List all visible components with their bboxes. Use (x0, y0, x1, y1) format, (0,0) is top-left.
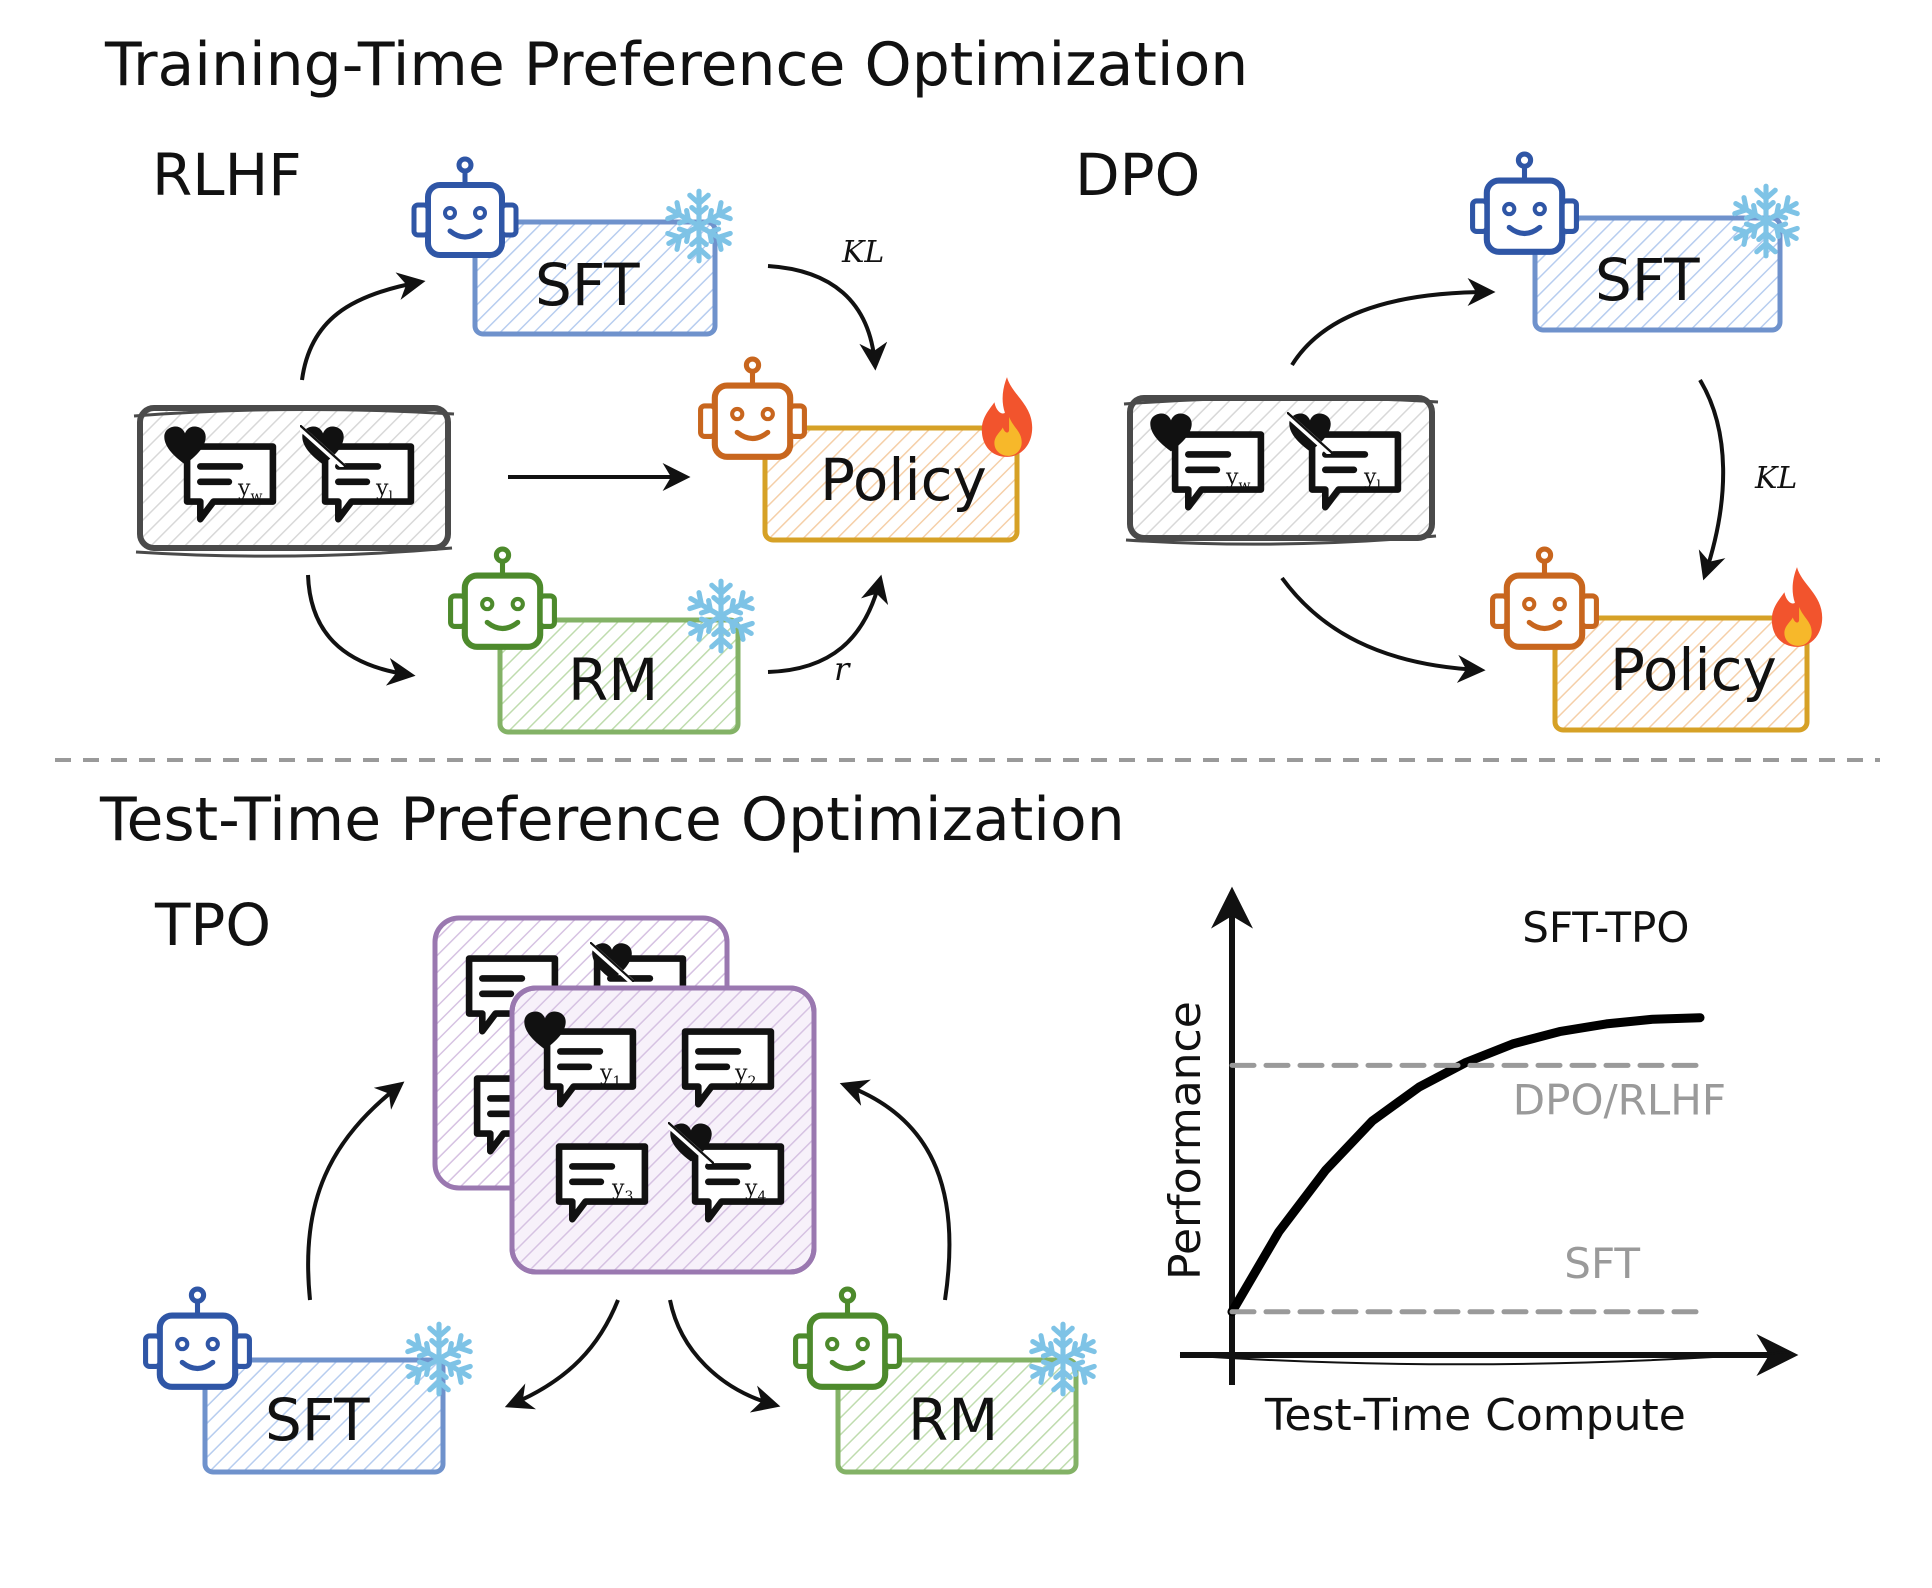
rlhf-policy-box: Policy (701, 359, 1033, 543)
arrow-sft-to-policy-kl (767, 264, 888, 371)
rlhf-kl-label: KL (841, 235, 884, 270)
rlhf-sft-label: SFT (535, 251, 640, 319)
series-line-sft-tpo (1227, 1013, 1705, 1317)
arrow-data-to-rm (306, 574, 416, 686)
response-3-label: y3 (611, 1176, 633, 1205)
arrow-data-to-policy (1280, 576, 1486, 683)
response-4-label: y4 (744, 1176, 766, 1205)
snowflake-icon (686, 581, 756, 651)
test-time-title: Test-Time Preference Optimization (99, 785, 1125, 855)
rlhf-policy-label: Policy (820, 446, 987, 514)
chosen-response-label: yw (1225, 465, 1250, 494)
fire-icon (981, 377, 1033, 457)
training-time-title: Training-Time Preference Optimization (104, 30, 1248, 100)
dpo-policy-box: Policy (1493, 549, 1823, 733)
series-label-sft-tpo: SFT-TPO (1522, 903, 1689, 952)
rlhf-reward-label: r (834, 650, 851, 688)
arrow-sft-to-policy-kl (1698, 378, 1726, 581)
arrow-responses-to-rm (668, 1299, 781, 1413)
response-2-label: y2 (734, 1061, 756, 1090)
dpo-sft-box: SFT (1473, 154, 1801, 333)
rlhf-label: RLHF (152, 141, 302, 209)
arrow-rm-to-policy-reward (767, 574, 889, 674)
chosen-response-label: yw (237, 476, 262, 505)
rlhf-rm-box: RM (451, 549, 756, 735)
policy-robot-icon (1493, 549, 1597, 647)
policy-robot-icon (701, 359, 805, 457)
arrow-responses-to-sft (504, 1299, 620, 1410)
tpo-rm-label: RM (908, 1386, 998, 1454)
rm-robot-icon (796, 1289, 900, 1387)
dpo-sft-label: SFT (1595, 246, 1700, 314)
rlhf-rm-label: RM (568, 646, 658, 714)
y-axis-label: Performance (1160, 1001, 1211, 1280)
series-label-dpo-rlhf: DPO/RLHF (1513, 1076, 1726, 1125)
dpo-policy-label: Policy (1610, 636, 1777, 704)
arrow-data-to-sft (300, 272, 426, 381)
dpo-label: DPO (1075, 141, 1200, 209)
rlhf-preference-data-box: yw yl (133, 405, 455, 558)
response-pool-card: y1 y2 y3 y4 (509, 985, 817, 1275)
x-axis-label: Test-Time Compute (1264, 1390, 1686, 1441)
sft-robot-icon (1473, 154, 1577, 252)
rejected-response-label: yl (375, 476, 393, 505)
sft-robot-icon (414, 159, 516, 255)
arrow-data-to-sft (1290, 278, 1496, 367)
sft-robot-icon (146, 1289, 250, 1387)
tpo-label: TPO (154, 891, 271, 959)
tpo-sft-box: SFT (146, 1289, 474, 1475)
x-axis-sketch-stroke (1179, 1351, 1791, 1366)
rejected-response-label: yl (1363, 465, 1381, 494)
fire-icon (1771, 567, 1823, 647)
tpo-panel: TPO y1 y2 y3 y4 (146, 891, 1098, 1475)
arrow-sft-to-responses (306, 1081, 405, 1301)
dpo-preference-data-box: yw yl (1123, 395, 1439, 546)
rm-robot-icon (451, 549, 555, 647)
series-label-sft: SFT (1564, 1239, 1640, 1288)
arrow-rm-to-responses (839, 1079, 952, 1301)
response-1-label: y1 (599, 1061, 621, 1090)
dpo-kl-label: KL (1754, 461, 1797, 496)
rlhf-sft-box: SFT (414, 159, 734, 337)
dpo-panel: DPO yw yl SFT Policy KL (1075, 141, 1823, 733)
rlhf-panel: RLHF yw yl SFT Policy (133, 141, 1033, 735)
performance-chart: SFT-TPO DPO/RLHF SFT Performance Test-Time… (1160, 886, 1799, 1441)
tpo-rm-box: RM (796, 1289, 1098, 1475)
tpo-sft-label: SFT (265, 1386, 370, 1454)
